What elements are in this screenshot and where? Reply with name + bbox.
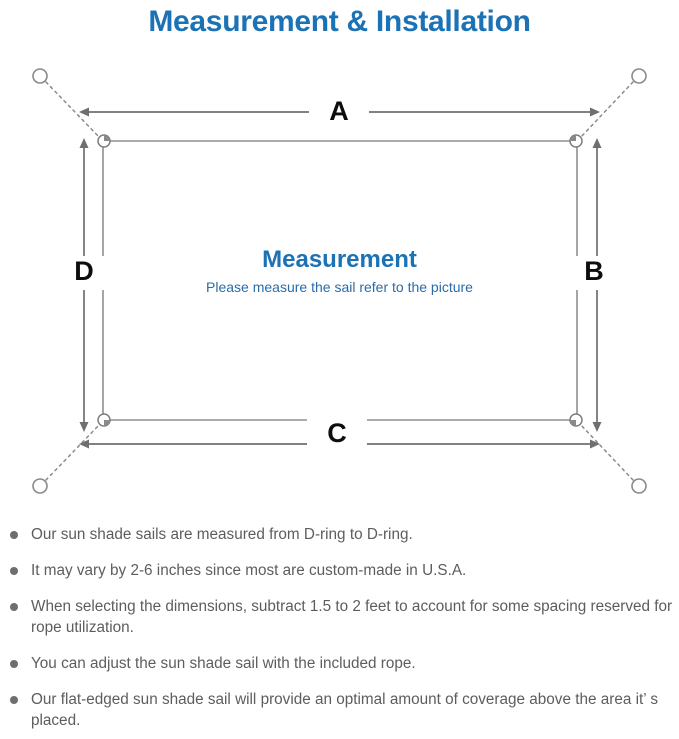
list-item-text: Our sun shade sails are measured from D-… bbox=[31, 526, 413, 543]
bullet-icon bbox=[10, 660, 18, 668]
d-ring-shade-top-left bbox=[104, 135, 110, 141]
notes-list: Our sun shade sails are measured from D-… bbox=[0, 524, 679, 731]
list-item-text: Our flat-edged sun shade sail will provi… bbox=[31, 691, 658, 729]
anchor-circle-icon-bottom-left bbox=[32, 478, 48, 494]
measurement-diagram: Measurement Please measure the sail refe… bbox=[0, 52, 679, 512]
rope-bottom-right bbox=[579, 423, 634, 481]
list-item: Our sun shade sails are measured from D-… bbox=[0, 524, 679, 545]
bullet-icon bbox=[10, 696, 18, 704]
page-title: Measurement & Installation bbox=[148, 5, 531, 38]
list-item-text: It may vary by 2-6 inches since most are… bbox=[31, 562, 467, 579]
diagram-canvas bbox=[32, 68, 647, 494]
d-ring-shade-top-right bbox=[570, 135, 576, 141]
bullet-icon bbox=[10, 603, 18, 611]
list-item: When selecting the dimensions, subtract … bbox=[0, 596, 679, 638]
bullet-icon bbox=[10, 531, 18, 539]
rope-top-left bbox=[45, 81, 101, 139]
anchor-circle-icon-bottom-right bbox=[631, 478, 647, 494]
d-ring-shade-bottom-right bbox=[570, 420, 576, 426]
anchor-circle-icon-top-right bbox=[631, 68, 647, 84]
list-item-text: You can adjust the sun shade sail with t… bbox=[31, 655, 416, 672]
bullet-icon bbox=[10, 567, 18, 575]
anchor-circle-icon-top-left bbox=[32, 68, 48, 84]
sail-outline bbox=[102, 140, 578, 421]
list-item: It may vary by 2-6 inches since most are… bbox=[0, 560, 679, 581]
list-item: You can adjust the sun shade sail with t… bbox=[0, 653, 679, 674]
rope-bottom-left bbox=[45, 423, 101, 481]
d-ring-shade-bottom-left bbox=[104, 420, 110, 426]
list-item: Our flat-edged sun shade sail will provi… bbox=[0, 689, 679, 731]
list-item-text: When selecting the dimensions, subtract … bbox=[31, 598, 673, 636]
rope-top-right bbox=[579, 81, 634, 139]
